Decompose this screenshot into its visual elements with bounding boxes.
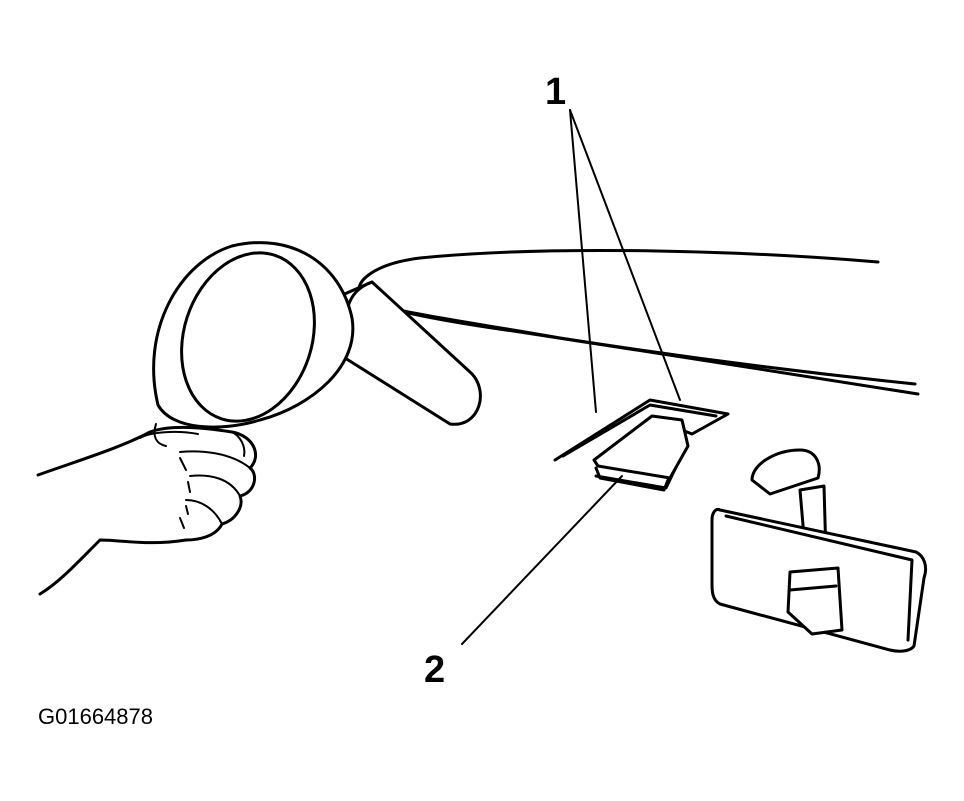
callout-number-2: 2 — [424, 649, 445, 691]
mirror-mounting-pad — [553, 398, 730, 492]
callout-number-1: 1 — [545, 71, 566, 113]
callout-1-leaders — [569, 109, 681, 413]
figure-id: G01664878 — [38, 704, 153, 729]
heat-gun — [152, 241, 482, 429]
hand — [36, 423, 257, 596]
callout-2-leader — [461, 475, 623, 645]
rearview-mirror — [710, 448, 928, 653]
